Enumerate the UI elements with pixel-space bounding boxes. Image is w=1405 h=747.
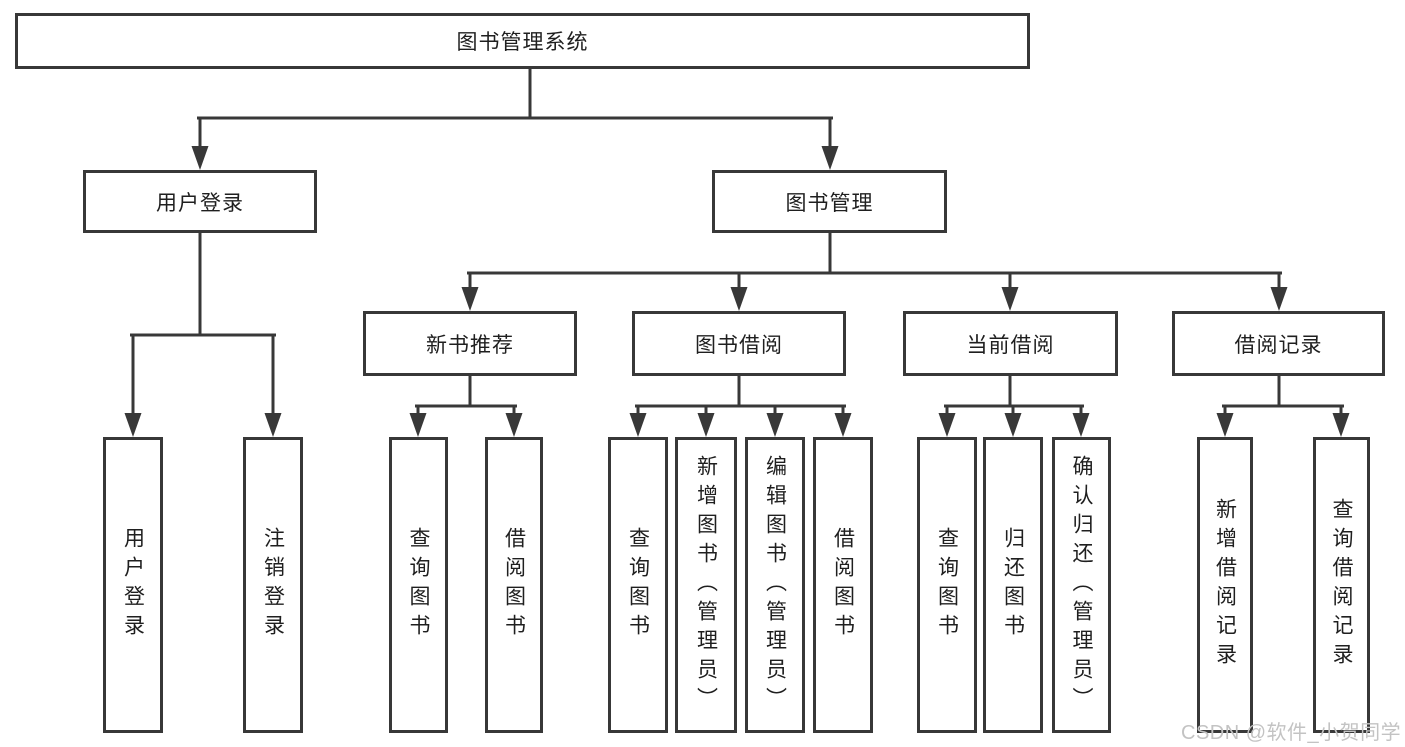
node-label: 新增借阅记录 <box>1213 498 1237 672</box>
node-label: 图书管理系统 <box>456 31 589 54</box>
leaf-edit-book-admin: 编辑图书（管理员） <box>745 437 805 733</box>
node-user-login: 用户登录 <box>83 170 317 233</box>
node-label: 新书推荐 <box>426 333 514 357</box>
leaf-borrow-books: 借阅图书 <box>813 437 873 733</box>
leaf-user-login: 用户登录 <box>103 437 163 733</box>
node-label: 查询图书 <box>935 527 959 643</box>
node-library-management-system: 图书管理系统 <box>15 13 1030 69</box>
leaf-query-books-recommend: 查询图书 <box>389 437 448 733</box>
node-label: 查询借阅记录 <box>1330 498 1353 672</box>
node-label: 确认归还（管理员） <box>1070 454 1093 716</box>
node-borrowing-records: 借阅记录 <box>1172 311 1385 376</box>
node-label: 新增图书（管理员） <box>694 454 718 716</box>
node-book-borrowing: 图书借阅 <box>632 311 846 376</box>
node-label: 图书借阅 <box>695 333 783 357</box>
node-label: 归还图书 <box>1001 527 1025 643</box>
leaf-add-book-admin: 新增图书（管理员） <box>675 437 737 733</box>
leaf-add-borrow-record: 新增借阅记录 <box>1197 437 1253 733</box>
node-new-book-recommendation: 新书推荐 <box>363 311 577 376</box>
node-label: 借阅记录 <box>1234 333 1323 357</box>
watermark: CSDN @软件_小贺同学 <box>1181 722 1402 744</box>
node-label: 当前借阅 <box>966 333 1055 357</box>
node-label: 查询图书 <box>407 527 430 643</box>
leaf-query-books-borrowing: 查询图书 <box>608 437 668 733</box>
node-label: 查询图书 <box>626 527 650 643</box>
node-label: 图书管理 <box>785 191 874 215</box>
leaf-query-borrow-record: 查询借阅记录 <box>1313 437 1370 733</box>
node-label: 编辑图书（管理员） <box>763 454 787 716</box>
node-label: 借阅图书 <box>502 527 526 643</box>
node-label: 用户登录 <box>156 191 244 215</box>
node-label: 注销登录 <box>261 527 285 643</box>
node-label: 借阅图书 <box>831 527 855 643</box>
node-book-management: 图书管理 <box>712 170 947 233</box>
leaf-borrow-books-recommend: 借阅图书 <box>485 437 543 733</box>
leaf-return-book: 归还图书 <box>983 437 1043 733</box>
node-label: 用户登录 <box>121 527 145 643</box>
node-current-borrowing: 当前借阅 <box>903 311 1118 376</box>
leaf-confirm-return-admin: 确认归还（管理员） <box>1052 437 1111 733</box>
leaf-query-books-current: 查询图书 <box>917 437 977 733</box>
leaf-logout: 注销登录 <box>243 437 303 733</box>
